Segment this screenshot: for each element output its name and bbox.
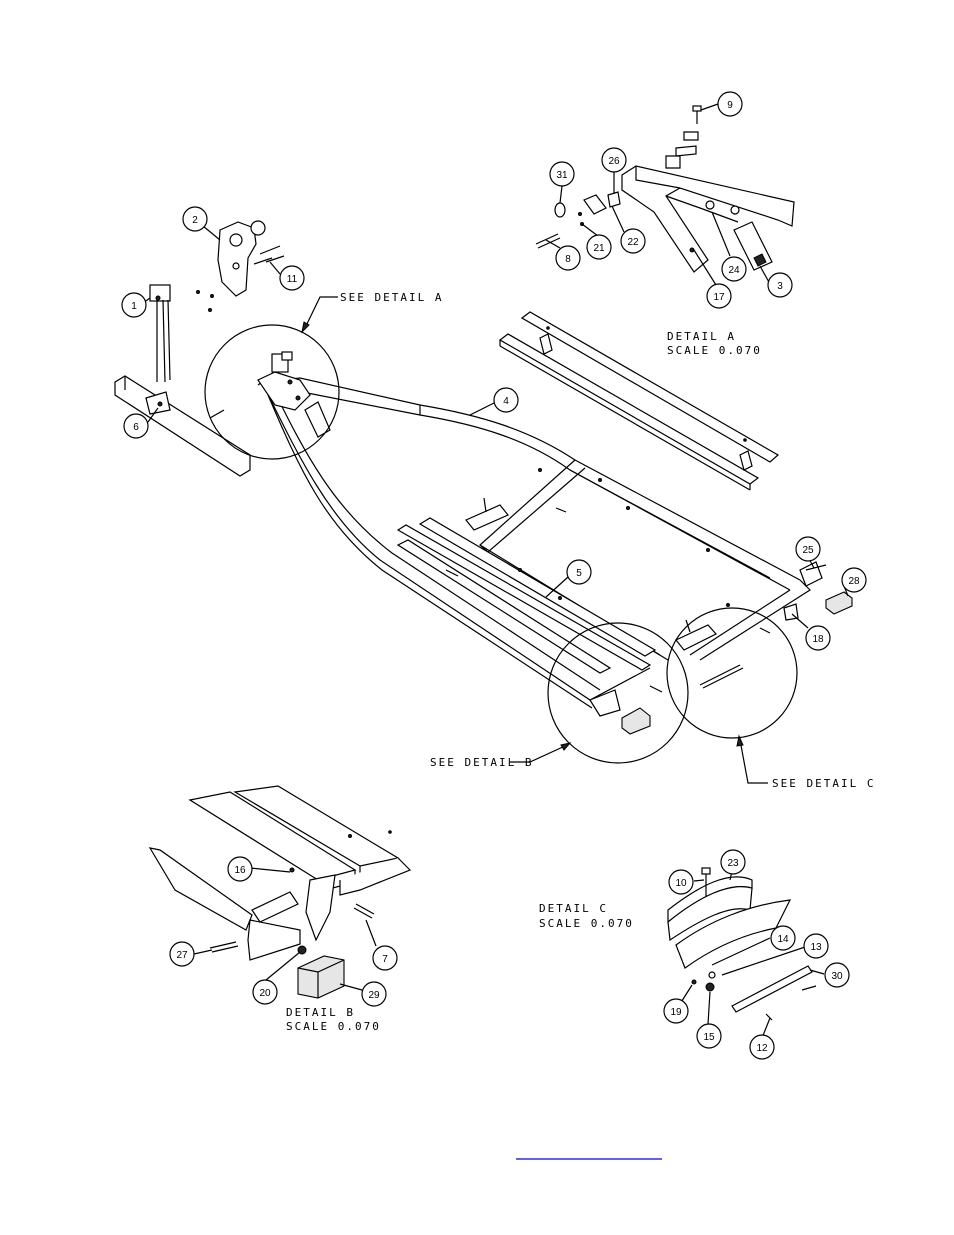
svg-text:24: 24 bbox=[728, 265, 740, 276]
balloon-7: 7 bbox=[372, 945, 398, 971]
see-detail-b-label: SEE DETAIL B bbox=[430, 756, 533, 769]
svg-text:19: 19 bbox=[670, 1007, 682, 1018]
see-detail-c-leader bbox=[739, 739, 768, 784]
balloon-31: 31 bbox=[549, 161, 575, 187]
balloon-20: 20 bbox=[252, 979, 278, 1005]
balloon-23: 23 bbox=[720, 849, 746, 875]
balloon-2: 2 bbox=[182, 206, 208, 232]
balloon-30: 30 bbox=[824, 962, 850, 988]
balloon-3: 3 bbox=[767, 272, 793, 298]
svg-text:2: 2 bbox=[192, 215, 198, 226]
detail-c-scale: SCALE 0.070 bbox=[539, 917, 634, 930]
svg-text:18: 18 bbox=[812, 634, 824, 645]
svg-text:28: 28 bbox=[848, 576, 860, 587]
svg-text:1: 1 bbox=[131, 301, 137, 312]
detail-b-scale: SCALE 0.070 bbox=[286, 1020, 381, 1033]
svg-text:20: 20 bbox=[259, 988, 271, 999]
see-detail-b-leader bbox=[510, 745, 566, 763]
balloon-14: 14 bbox=[770, 925, 796, 951]
balloon-6: 6 bbox=[123, 413, 149, 439]
see-detail-a-label: SEE DETAIL A bbox=[340, 291, 443, 304]
svg-text:9: 9 bbox=[727, 100, 733, 111]
see-detail-a-arrow bbox=[301, 321, 310, 334]
main-trailer-frame bbox=[257, 351, 853, 735]
part-2-winch bbox=[196, 220, 285, 312]
balloon-8: 8 bbox=[555, 245, 581, 271]
svg-text:12: 12 bbox=[756, 1043, 768, 1054]
balloon-27: 27 bbox=[169, 941, 195, 967]
see-detail-c-label: SEE DETAIL C bbox=[772, 777, 875, 790]
svg-text:8: 8 bbox=[565, 254, 571, 265]
balloon-25: 25 bbox=[795, 536, 821, 562]
svg-text:15: 15 bbox=[703, 1032, 715, 1043]
svg-text:11: 11 bbox=[287, 274, 298, 285]
detail-b-assembly bbox=[148, 785, 412, 999]
detail-a-assembly bbox=[535, 105, 795, 273]
part-1-jack bbox=[149, 284, 171, 383]
balloon-24: 24 bbox=[721, 256, 747, 282]
detail-c-callout-circle bbox=[666, 607, 798, 739]
part-6-winch-stand bbox=[114, 375, 251, 477]
balloon-28: 28 bbox=[841, 567, 867, 593]
svg-text:7: 7 bbox=[382, 954, 388, 965]
detail-c-assembly bbox=[667, 867, 817, 1021]
svg-text:29: 29 bbox=[368, 990, 380, 1001]
detail-b-title: DETAIL B bbox=[286, 1006, 355, 1019]
svg-text:4: 4 bbox=[503, 396, 509, 407]
svg-text:17: 17 bbox=[713, 292, 725, 303]
balloon-11: 11 bbox=[279, 265, 305, 291]
svg-text:26: 26 bbox=[608, 156, 620, 167]
balloon-15: 15 bbox=[696, 1023, 722, 1049]
detail-a-callout-circle bbox=[204, 324, 340, 460]
svg-text:25: 25 bbox=[802, 545, 814, 556]
balloon-1: 1 bbox=[121, 292, 147, 318]
balloon-leaders bbox=[142, 103, 849, 1039]
balloon-19: 19 bbox=[663, 998, 689, 1024]
detail-c-title: DETAIL C bbox=[539, 902, 608, 915]
svg-text:6: 6 bbox=[133, 422, 139, 433]
svg-text:21: 21 bbox=[593, 243, 605, 254]
balloon-22: 22 bbox=[620, 228, 646, 254]
svg-text:5: 5 bbox=[576, 568, 582, 579]
svg-text:22: 22 bbox=[627, 237, 639, 248]
detail-a-scale: SCALE 0.070 bbox=[667, 344, 762, 357]
balloon-13: 13 bbox=[803, 933, 829, 959]
see-detail-a-leader bbox=[304, 296, 338, 329]
balloon-16: 16 bbox=[227, 856, 253, 882]
see-detail-c-arrow bbox=[736, 734, 744, 747]
svg-text:14: 14 bbox=[777, 934, 789, 945]
svg-text:23: 23 bbox=[727, 858, 739, 869]
balloon-29: 29 bbox=[361, 981, 387, 1007]
svg-text:27: 27 bbox=[176, 950, 188, 961]
svg-text:3: 3 bbox=[777, 281, 783, 292]
svg-text:30: 30 bbox=[831, 971, 843, 982]
balloon-17: 17 bbox=[706, 283, 732, 309]
balloon-5: 5 bbox=[566, 559, 592, 585]
balloon-26: 26 bbox=[601, 147, 627, 173]
bunk-board-upper-right bbox=[498, 311, 780, 491]
svg-text:16: 16 bbox=[234, 865, 246, 876]
svg-text:31: 31 bbox=[556, 170, 568, 181]
svg-text:13: 13 bbox=[810, 942, 822, 953]
balloon-9: 9 bbox=[717, 91, 743, 117]
see-detail-b-arrow bbox=[560, 742, 572, 751]
detail-a-title: DETAIL A bbox=[667, 330, 736, 343]
detail-b-callout-circle bbox=[547, 622, 689, 764]
balloon-10: 10 bbox=[668, 869, 694, 895]
balloon-4: 4 bbox=[493, 387, 519, 413]
balloon-18: 18 bbox=[805, 625, 831, 651]
balloon-12: 12 bbox=[749, 1034, 775, 1060]
svg-text:10: 10 bbox=[675, 878, 687, 889]
balloon-21: 21 bbox=[586, 234, 612, 260]
